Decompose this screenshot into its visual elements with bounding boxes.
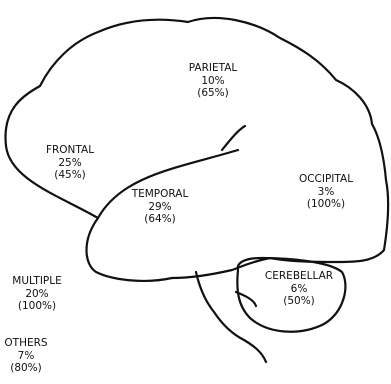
temporal-percent: 29% bbox=[132, 201, 189, 214]
cerebellar-label: CEREBELLAR 6% (50%) bbox=[265, 270, 333, 308]
parietal-paren-percent: (65%) bbox=[189, 87, 238, 100]
temporal-paren-percent: (64%) bbox=[132, 213, 189, 226]
parietal-name: PARIETAL bbox=[189, 62, 238, 75]
temporal-name: TEMPORAL bbox=[132, 188, 189, 201]
occipital-name: OCCIPITAL bbox=[299, 173, 353, 186]
others-percent: 7% bbox=[4, 350, 47, 363]
parietal-percent: 10% bbox=[189, 75, 238, 88]
multiple-paren-percent: (100%) bbox=[12, 300, 61, 313]
frontal-percent: 25% bbox=[46, 157, 94, 170]
cerebellar-paren-percent: (50%) bbox=[265, 295, 333, 308]
occipital-label: OCCIPITAL 3% (100%) bbox=[299, 173, 353, 211]
central-sulcus bbox=[222, 126, 245, 150]
brainstem-outline bbox=[196, 272, 266, 362]
temporal-label: TEMPORAL 29% (64%) bbox=[132, 188, 189, 226]
multiple-label: MULTIPLE 20% (100%) bbox=[12, 275, 61, 313]
cerebellar-percent: 6% bbox=[265, 283, 333, 296]
others-paren-percent: (80%) bbox=[4, 362, 47, 375]
multiple-percent: 20% bbox=[12, 288, 61, 301]
occipital-paren-percent: (100%) bbox=[299, 198, 353, 211]
frontal-paren-percent: (45%) bbox=[46, 169, 94, 182]
parietal-label: PARIETAL 10% (65%) bbox=[189, 62, 238, 100]
frontal-label: FRONTAL 25% (45%) bbox=[46, 144, 94, 182]
cerebellar-name: CEREBELLAR bbox=[265, 270, 333, 283]
frontal-name: FRONTAL bbox=[46, 144, 94, 157]
others-label: OTHERS 7% (80%) bbox=[4, 337, 47, 375]
occipital-percent: 3% bbox=[299, 186, 353, 199]
others-name: OTHERS bbox=[4, 337, 47, 350]
multiple-name: MULTIPLE bbox=[12, 275, 61, 288]
